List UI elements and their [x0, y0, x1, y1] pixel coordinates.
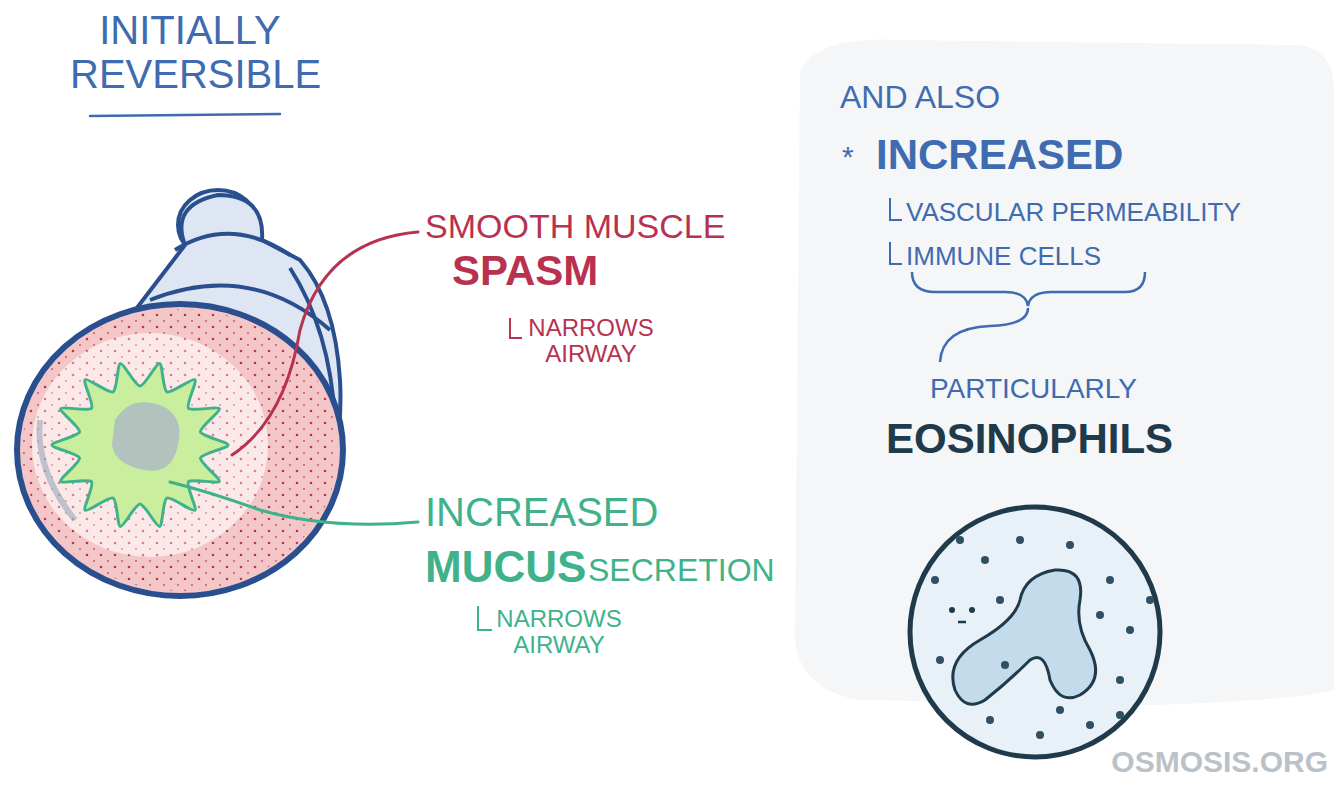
leader-line: [940, 308, 1028, 362]
leader-line: [232, 232, 418, 455]
hook-mark: [890, 242, 902, 264]
label: NARROWS AIRWAY: [526, 315, 656, 368]
hook-mark: [890, 198, 902, 220]
label: AND ALSO: [840, 80, 1000, 115]
label: IMMUNE CELLS: [906, 242, 1101, 271]
label: NARROWS AIRWAY: [494, 606, 624, 659]
label: PARTICULARLY: [930, 374, 1137, 405]
watermark: OSMOSIS.ORG: [1111, 745, 1328, 778]
airway-illustration: [17, 190, 343, 596]
label: SMOOTH MUSCLE: [425, 208, 725, 245]
background-panel: [795, 39, 1334, 705]
title: INITIALLY REVERSIBLE: [70, 8, 310, 96]
leader-line: [170, 482, 418, 524]
eosinophil-illustration: [910, 507, 1160, 757]
hook-mark: [510, 318, 522, 338]
label: SECRETION: [588, 553, 775, 588]
label: VASCULAR PERMEABILITY: [906, 198, 1241, 227]
label: EOSINOPHILS: [886, 416, 1173, 462]
label: *: [842, 140, 854, 173]
label: MUCUS: [425, 543, 586, 591]
hook-mark: [478, 606, 492, 630]
label: SPASM: [452, 248, 598, 294]
label: INCREASED: [876, 132, 1123, 178]
label: INCREASED: [425, 490, 658, 534]
underline: [90, 114, 280, 116]
bracket: [912, 272, 1145, 306]
